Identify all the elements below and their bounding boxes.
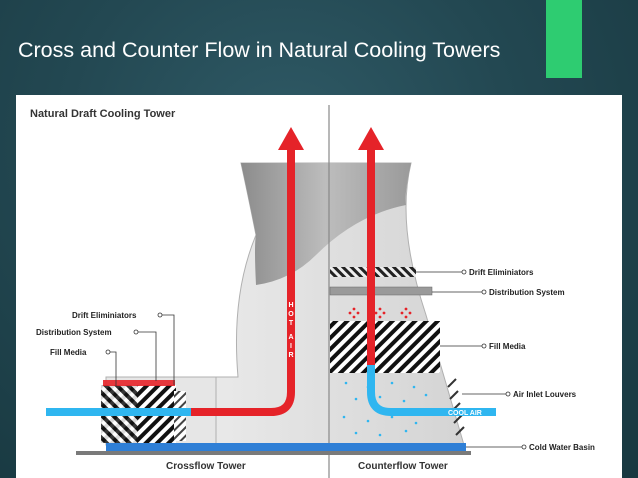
basin-ground — [76, 451, 471, 455]
left-callout-lines — [108, 314, 175, 387]
right-label-air-inlet-louvers: Air Inlet Louvers — [513, 390, 577, 399]
right-label-cold-water-basin: Cold Water Basin — [529, 443, 595, 452]
diagram-heading: Natural Draft Cooling Tower — [30, 108, 176, 120]
cool-air-text: COOL AIR — [448, 410, 482, 417]
diagram-canvas: Natural Draft Cooling Tower — [30, 105, 595, 478]
slide-title: Cross and Counter Flow in Natural Coolin… — [18, 38, 501, 62]
left-label-distribution-system: Distribution System — [36, 328, 112, 337]
right-label-drift-eliminators: Drift Eliminiators — [469, 268, 534, 277]
right-label-fill-media: Fill Media — [489, 342, 526, 351]
hot-air-letter: R — [288, 352, 293, 359]
cooling-tower-diagram: Natural Draft Cooling Tower — [16, 95, 622, 478]
counterflow-cool-air-flow — [367, 365, 496, 416]
hot-air-letter: I — [290, 343, 292, 350]
counterflow-fill-media — [330, 321, 440, 373]
counterflow-hot-air-arrowhead — [358, 127, 384, 150]
counterflow-distribution-pipe — [329, 286, 433, 296]
spray-nozzles — [348, 307, 412, 319]
left-label-drift-eliminators: Drift Eliminiators — [72, 311, 137, 320]
hot-air-letter: H — [288, 302, 293, 309]
crossflow-distribution-basin — [103, 380, 175, 386]
crossflow-hot-air-flow — [191, 150, 295, 416]
right-label-distribution-system: Distribution System — [489, 288, 565, 297]
hot-air-letter: O — [288, 311, 294, 318]
hot-air-letter: A — [288, 334, 293, 341]
crossflow-hot-air-arrowhead — [278, 127, 304, 150]
cold-water-basin — [106, 443, 466, 451]
counterflow-caption: Counterflow Tower — [358, 461, 448, 472]
accent-bar — [546, 0, 582, 78]
hot-air-text: H O T A I R — [288, 302, 294, 359]
hot-air-letter: T — [289, 320, 294, 327]
right-callout-lines — [416, 271, 524, 448]
crossflow-caption: Crossflow Tower — [166, 461, 246, 472]
left-label-fill-media: Fill Media — [50, 348, 87, 357]
